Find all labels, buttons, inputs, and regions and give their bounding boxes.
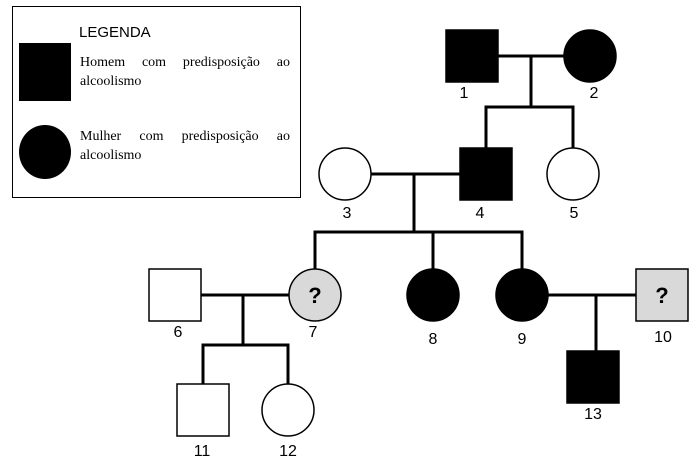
- individual-label-2: 2: [590, 85, 599, 102]
- individual-2-female-circle: [563, 29, 617, 83]
- legend-female-label: Mulher com predisposição ao alcoolismo: [80, 129, 290, 163]
- individual-5-female-circle: [546, 147, 600, 201]
- individual-7-female-circle: [288, 268, 342, 322]
- unknown-mark-10: ?: [655, 283, 668, 308]
- individual-label-6: 6: [174, 324, 183, 341]
- individual-13-male-square: [566, 350, 620, 404]
- legend-male-label: Homem com predisposição ao alcoolismo: [80, 55, 290, 89]
- individual-label-4: 4: [476, 205, 485, 222]
- individual-9-female-circle: [495, 268, 549, 322]
- individual-8-female-circle: [406, 268, 460, 322]
- individual-label-5: 5: [570, 205, 579, 222]
- individual-label-7: 7: [309, 324, 318, 341]
- legend-box: LEGENDA Homem com predisposição ao alcoo…: [12, 6, 301, 198]
- individual-label-3: 3: [343, 205, 352, 222]
- individual-10-male-square: [635, 268, 689, 322]
- individual-1-male-square: [445, 29, 499, 83]
- individual-label-11: 11: [194, 443, 211, 460]
- legend-affected-male-icon: [19, 43, 71, 101]
- individual-6-male-square: [148, 268, 202, 322]
- pedigree-lines: [199, 54, 638, 386]
- individual-label-12: 12: [279, 443, 297, 460]
- individual-label-8: 8: [429, 331, 438, 348]
- individual-label-10: 10: [654, 329, 672, 346]
- individual-label-9: 9: [518, 331, 527, 348]
- individual-label-1: 1: [460, 85, 469, 102]
- individual-label-13: 13: [584, 406, 602, 423]
- legend-affected-female-icon: [19, 125, 71, 179]
- individual-12-female-circle: [261, 383, 315, 437]
- unknown-mark-7: ?: [308, 283, 321, 308]
- individual-4-male-square: [459, 147, 513, 201]
- individual-11-male-square: [176, 383, 230, 437]
- individual-3-female-circle: [318, 147, 372, 201]
- legend-title: LEGENDA: [79, 24, 151, 41]
- pedigree-symbols: ??: [148, 29, 689, 437]
